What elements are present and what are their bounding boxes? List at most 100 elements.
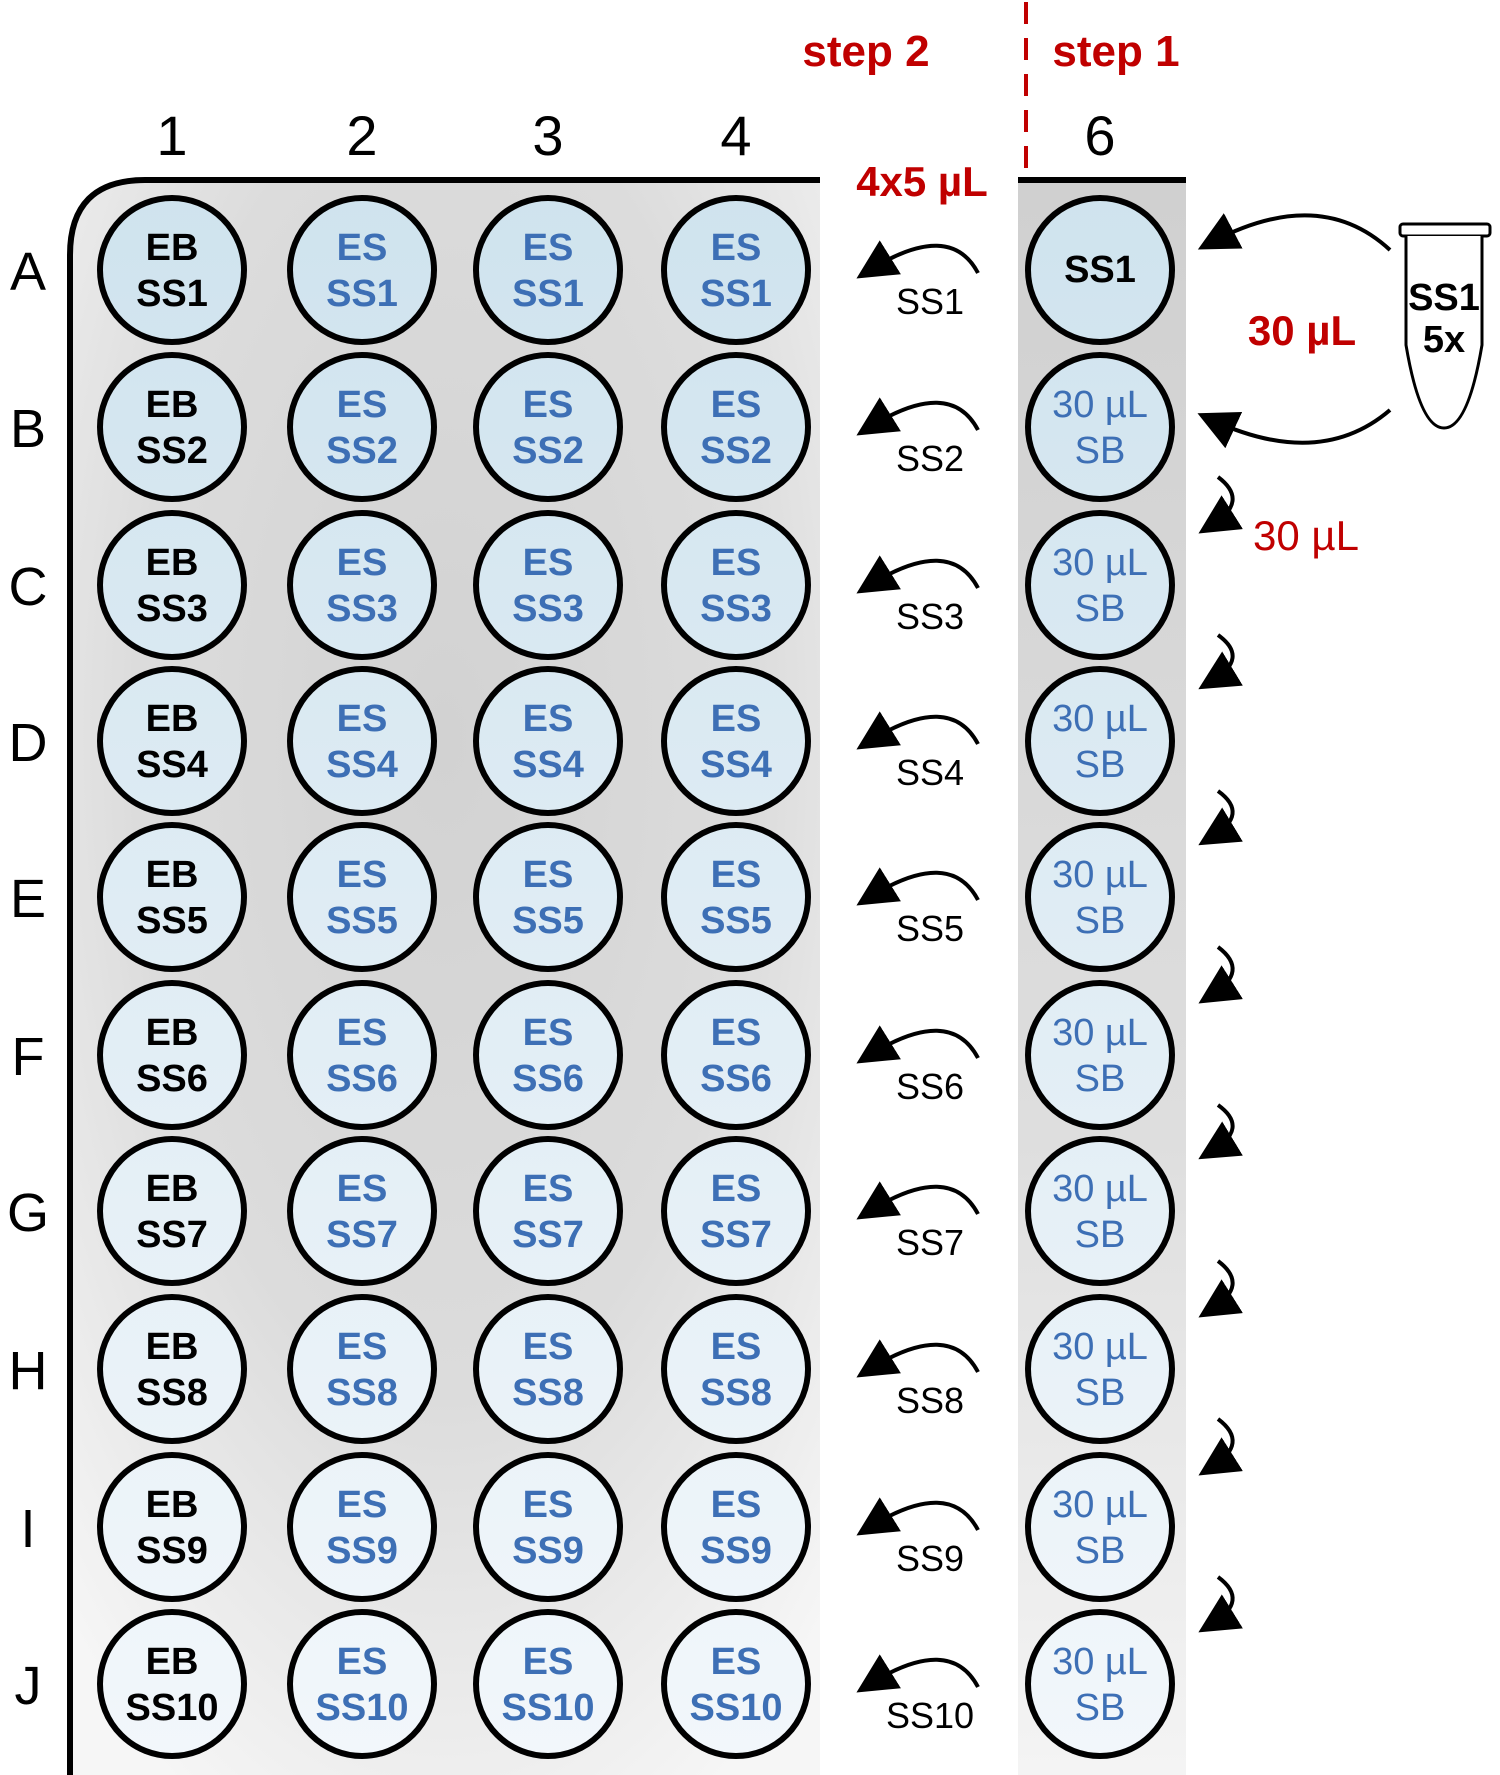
serial-arrow-f-to-g <box>1198 1103 1243 1160</box>
well-circle <box>1025 1609 1175 1759</box>
row-label-b: B <box>10 399 46 459</box>
well-circle <box>1025 352 1175 502</box>
well-circle <box>287 195 437 345</box>
well-label-line1: ES <box>337 542 388 584</box>
row-label-e: E <box>10 869 46 929</box>
well-label-line2: SB <box>1075 1214 1126 1256</box>
well-label-line1: 30 µL <box>1052 384 1148 426</box>
row-label-f: F <box>12 1027 45 1087</box>
transfer-arrow-j <box>856 1654 980 1693</box>
well-label-line1: ES <box>523 1168 574 1210</box>
well-label-line2: SS7 <box>326 1214 398 1256</box>
well-circle <box>287 352 437 502</box>
well-label-line2: SB <box>1075 1372 1126 1414</box>
well-circle <box>473 510 623 660</box>
well-label-line1: ES <box>711 542 762 584</box>
well-circle <box>1025 980 1175 1130</box>
tube-to-a6-arrow <box>1197 213 1392 252</box>
well-label-line1: 30 µL <box>1052 1326 1148 1368</box>
well-circle <box>287 980 437 1130</box>
well-label-line1: ES <box>711 1484 762 1526</box>
well-label-line2: SS8 <box>512 1372 584 1414</box>
well-label-line2: SS10 <box>316 1687 409 1729</box>
well-circle <box>1025 666 1175 816</box>
well-circle <box>97 352 247 502</box>
well-label-line1: ES <box>337 1484 388 1526</box>
well-circle <box>287 1294 437 1444</box>
well-circle <box>97 822 247 972</box>
well-label-line2: SS5 <box>326 900 398 942</box>
row-label-c: C <box>9 557 48 617</box>
well-label-line1: ES <box>337 1168 388 1210</box>
well-label-line1: EB <box>146 1484 199 1526</box>
well-label-line2: SS1 <box>700 273 772 315</box>
well-label-line1: ES <box>711 698 762 740</box>
serial-transfer-volume-label: 30 µL <box>1253 512 1359 559</box>
column-header-2: 2 <box>346 104 377 167</box>
transfer-label-a: SS1 <box>896 281 964 322</box>
well-circle <box>661 352 811 502</box>
transfer-label-j: SS10 <box>886 1695 974 1736</box>
transfer-arrow-e <box>856 867 980 906</box>
well-label-line2: SS1 <box>136 273 208 315</box>
well-label-line1: EB <box>146 1168 199 1210</box>
stock-tube: SS1 5x <box>1398 222 1492 430</box>
well-circle <box>473 822 623 972</box>
well-label-line1: 30 µL <box>1052 1168 1148 1210</box>
well-label-line2: SS5 <box>512 900 584 942</box>
serial-arrow-i-to-j <box>1198 1575 1243 1633</box>
well-circle <box>287 1609 437 1759</box>
well-label-line2: SS8 <box>136 1372 208 1414</box>
tube-body <box>1404 236 1484 430</box>
well-label-line1: 30 µL <box>1052 1641 1148 1683</box>
transfer-arrow-f <box>856 1025 980 1064</box>
row-label-h: H <box>9 1341 48 1401</box>
column-header-1: 1 <box>156 104 187 167</box>
well-label-line1: 30 µL <box>1052 698 1148 740</box>
well-label-line2: SS7 <box>512 1214 584 1256</box>
well-label-line1: ES <box>711 854 762 896</box>
well-label-line1: EB <box>146 1012 199 1054</box>
well-circle <box>1025 1136 1175 1286</box>
well-label-line2: SS1 <box>326 273 398 315</box>
transfer-arrow-a <box>856 240 980 279</box>
well-label-line1: ES <box>337 1012 388 1054</box>
well-circle <box>661 980 811 1130</box>
well-label-line1: ES <box>523 1641 574 1683</box>
well-label-line2: SB <box>1075 1687 1126 1729</box>
well-label-line2: SS9 <box>700 1530 772 1572</box>
well-label-line1: ES <box>523 698 574 740</box>
well-label-line2: SS7 <box>136 1214 208 1256</box>
transfer-label-e: SS5 <box>896 908 964 949</box>
well-circle <box>661 1136 811 1286</box>
well-label-line1: EB <box>146 1326 199 1368</box>
well-label-line1: 30 µL <box>1052 1484 1148 1526</box>
serial-arrow-b-to-c <box>1198 475 1243 534</box>
tube-cap <box>1398 222 1492 238</box>
well-label-line2: SB <box>1075 1058 1126 1100</box>
transfer-label-c: SS3 <box>896 596 964 637</box>
well-label-line1: ES <box>523 854 574 896</box>
well-label-line1: EB <box>146 1641 199 1683</box>
well-label-line1: ES <box>337 854 388 896</box>
well-circle <box>97 1452 247 1602</box>
row-label-i: I <box>20 1499 35 1559</box>
well-label-line2: SS8 <box>326 1372 398 1414</box>
